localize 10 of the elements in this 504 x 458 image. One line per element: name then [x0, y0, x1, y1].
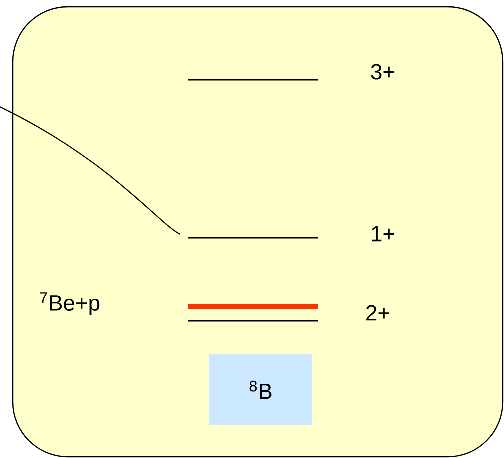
threshold-line	[0, 106, 181, 236]
energy-level-line	[188, 320, 318, 322]
level-label: 2+	[366, 305, 390, 321]
nucleus-box: $^{8}$B	[210, 354, 312, 426]
rounded-panel	[12, 6, 504, 458]
energy-level-line	[188, 237, 318, 239]
level-label: 1+	[372, 226, 394, 242]
level-label: 3+	[371, 64, 394, 80]
energy-level-line	[188, 79, 318, 81]
reaction-label: $^{7}$Be+p	[40, 292, 100, 316]
